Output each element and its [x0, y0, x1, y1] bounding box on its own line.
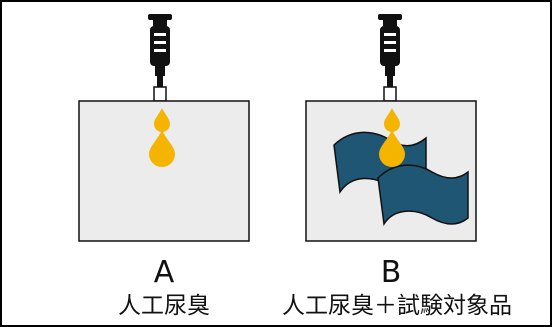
cloth-icon — [377, 164, 469, 227]
panel-a — [78, 14, 250, 242]
syringe-icon — [378, 14, 402, 102]
drop-icon — [149, 130, 175, 167]
drop-icon — [384, 108, 400, 132]
panel-b — [305, 14, 477, 242]
panel-a-letter: A — [153, 255, 175, 290]
panel-b-caption: 人工尿臭＋試験対象品 — [282, 293, 512, 319]
panel-b-letter: B — [380, 255, 402, 290]
panel-a-caption: 人工尿臭 — [118, 293, 210, 319]
syringe-icon — [148, 14, 172, 102]
drop-icon — [154, 108, 170, 132]
drop-icon — [379, 130, 405, 167]
